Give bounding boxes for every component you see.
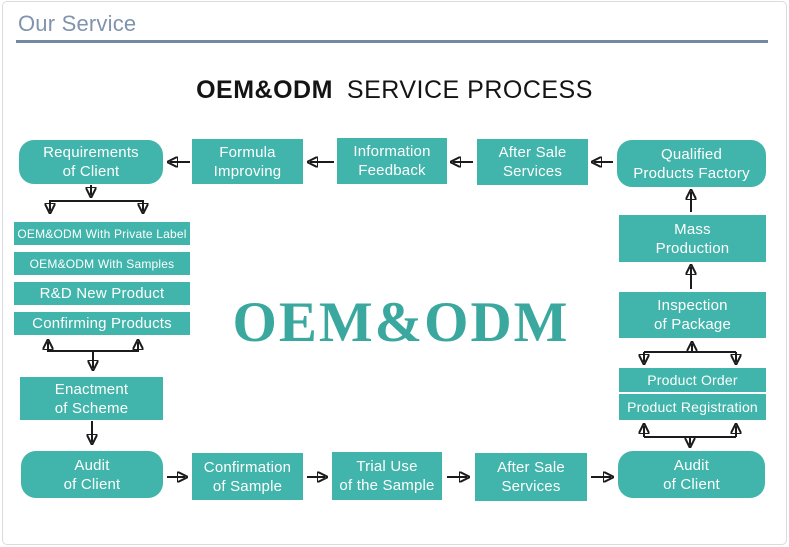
section-header: Our Service: [18, 11, 137, 36]
node-trial-use-of-the-sample: Trial Use of the Sample: [332, 452, 442, 500]
node-label-line: R&D New Product: [39, 285, 165, 302]
diagram-title-emphasis: OEM&ODM: [196, 76, 333, 104]
node-confirmation-of-sample: Confirmation of Sample: [192, 453, 303, 500]
node-label-line: of the Sample: [339, 477, 435, 494]
node-label-line: of Client: [663, 475, 720, 493]
left-top-fork: [50, 185, 143, 211]
node-label-line: OEM&ODM With Private Label: [17, 226, 187, 241]
node-label-line: Inspection: [657, 297, 728, 314]
node-product-registration: Product Registration: [619, 394, 766, 420]
left-bottom-fork: [48, 342, 138, 368]
right-top-fork: [644, 344, 736, 362]
node-label-line: of Scheme: [54, 399, 129, 417]
node-audit-of-client-right: Audit of Client: [618, 451, 765, 498]
node-label-line: Confirming Products: [32, 315, 172, 332]
node-mass-production: Mass Production: [619, 215, 766, 262]
node-audit-of-client-left: Audit of Client: [21, 451, 163, 498]
diagram-title-rest: SERVICE PROCESS: [346, 76, 593, 104]
node-label-line: Product Order: [647, 372, 738, 388]
node-qualified-products-factory: Qualified Products Factory: [617, 140, 766, 187]
node-label-line: Services: [502, 163, 563, 180]
node-confirming-products: Confirming Products: [14, 312, 190, 335]
node-label-line: of Client: [63, 475, 121, 493]
node-label-line: Confirmation: [203, 458, 292, 476]
node-label-line: Services: [501, 478, 561, 495]
section-header-rule: [16, 40, 768, 43]
node-enactment-of-scheme: Enactment of Scheme: [20, 377, 163, 420]
node-label-line: Improving: [213, 162, 282, 180]
node-after-sale-services-top: After Sale Services: [477, 139, 588, 185]
node-product-order: Product Order: [619, 368, 766, 392]
node-rd-new-product: R&D New Product: [14, 282, 190, 305]
diagram-title: OEM&ODM SERVICE PROCESS: [0, 76, 789, 105]
node-label-line: After Sale: [497, 459, 565, 476]
node-label-line: Qualified: [660, 145, 722, 163]
node-label-line: Mass: [674, 220, 711, 238]
node-label-line: Feedback: [358, 162, 426, 179]
node-requirements-of-client: Requirements of Client: [19, 140, 163, 184]
node-label-line: Product Registration: [627, 399, 758, 415]
node-oem-odm-with-private-label: OEM&ODM With Private Label: [14, 222, 190, 245]
node-label-line: Audit: [74, 456, 110, 474]
node-label-line: of Package: [653, 316, 732, 333]
node-label-line: Production: [655, 239, 730, 257]
node-after-sale-services-bottom: After Sale Services: [475, 453, 587, 501]
node-formula-improving: Formula Improving: [192, 139, 303, 184]
node-inspection-of-package: Inspection of Package: [619, 292, 766, 338]
node-label-line: of Sample: [212, 477, 283, 495]
right-bottom-fork: [644, 426, 736, 445]
node-information-feedback: Information Feedback: [337, 138, 447, 184]
node-label-line: Products Factory: [633, 164, 750, 182]
node-label-line: of Client: [62, 163, 120, 180]
node-label-line: Formula: [219, 143, 276, 161]
node-label-line: Trial Use: [356, 458, 418, 475]
node-label-line: Enactment: [54, 380, 129, 398]
node-label-line: After Sale: [498, 144, 567, 161]
node-oem-odm-with-samples: OEM&ODM With Samples: [14, 252, 190, 275]
node-label-line: Information: [353, 143, 431, 160]
node-label-line: Audit: [673, 456, 710, 474]
node-label-line: OEM&ODM With Samples: [29, 256, 175, 271]
node-label-line: Requirements: [43, 144, 139, 161]
oem-odm-watermark: OEM&ODM: [232, 291, 570, 354]
